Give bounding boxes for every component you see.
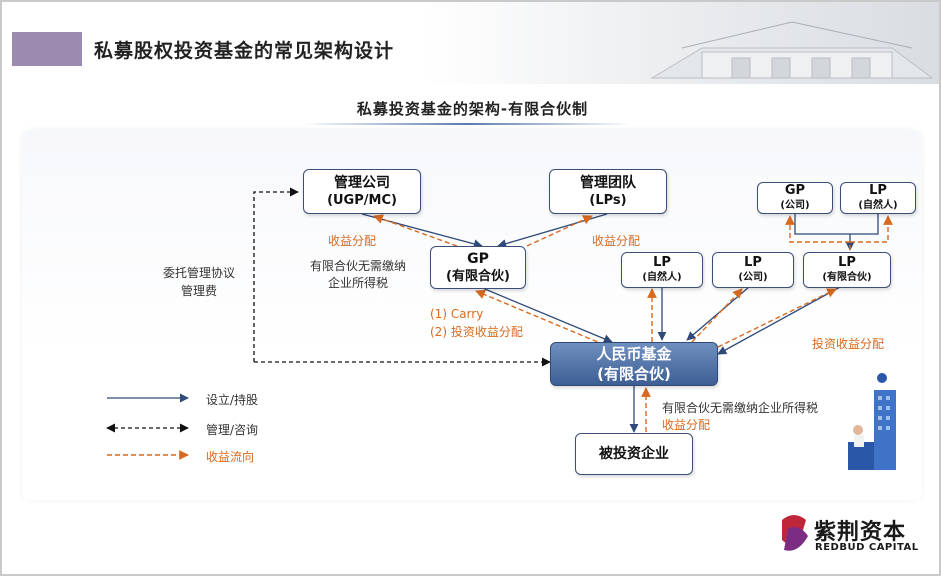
- legend-income-flow: 收益流向: [206, 450, 255, 464]
- box-lp-natural-person: LP (自然人): [621, 252, 703, 288]
- building-illustration: [650, 21, 934, 79]
- box-management-team: 管理团队 (LPs): [549, 169, 667, 214]
- box-management-company: 管理公司 (UGP/MC): [303, 169, 421, 214]
- diagram-title: 私募投资基金的架构-有限合伙制: [356, 100, 589, 118]
- label-investment-income: (2) 投资收益分配: [430, 325, 523, 339]
- logo-name-cn: 紫荆资本: [814, 520, 907, 545]
- redbud-logo-icon: [782, 515, 808, 551]
- box-lp-natural-top: LP (自然人): [840, 182, 916, 214]
- city-illustration: [848, 373, 896, 470]
- page-title: 私募股权投资基金的常见架构设计: [94, 40, 395, 62]
- label-entrust-agreement: 委托管理协议 管理费: [162, 266, 235, 298]
- title-underline: [302, 123, 632, 125]
- box-portfolio-company: 被投资企业: [575, 433, 693, 475]
- box-gp-partnership: GP (有限合伙): [430, 246, 526, 289]
- box-lp-company: LP (公司): [712, 252, 794, 288]
- label-income-bottom: 收益分配: [662, 418, 711, 432]
- legend-management: 管理/咨询: [206, 423, 259, 437]
- box-lp-partnership: LP (有限合伙): [803, 252, 891, 288]
- box-rmb-fund: 人民币基金 (有限合伙): [550, 342, 718, 386]
- logo-name-en: REDBUD CAPITAL: [815, 542, 919, 553]
- box-gp-company-top: GP (公司): [757, 182, 833, 214]
- income-flows: [373, 214, 893, 432]
- label-income-right: 收益分配: [592, 234, 641, 248]
- legend-holding: 设立/持股: [206, 393, 259, 407]
- management-link: [253, 187, 551, 367]
- label-tax-note-fund: 有限合伙无需缴纳企业所得税: [662, 401, 819, 415]
- label-carry: (1) Carry: [430, 307, 484, 321]
- label-income-left: 收益分配: [328, 234, 377, 248]
- label-investment-income-right: 投资收益分配: [812, 337, 885, 351]
- label-tax-note-gp: 有限合伙无需缴纳 企业所得税: [309, 259, 406, 290]
- title-accent-block: [12, 32, 82, 66]
